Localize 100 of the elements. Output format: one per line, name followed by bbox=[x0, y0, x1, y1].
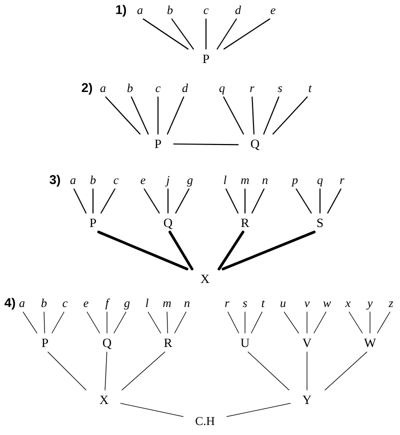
connector-line bbox=[377, 312, 390, 334]
leaf-letter: a bbox=[137, 8, 143, 14]
connector-line bbox=[130, 96, 149, 135]
connector-line bbox=[284, 312, 299, 334]
leaf-letter: a bbox=[100, 86, 106, 92]
node-letter: Q bbox=[102, 338, 112, 350]
connector-line bbox=[296, 188, 312, 214]
connector-line bbox=[225, 188, 239, 214]
leaf-letter: q bbox=[317, 178, 323, 187]
connector-line bbox=[174, 312, 186, 334]
leaf-letter: l bbox=[146, 298, 148, 307]
connector-line bbox=[205, 18, 207, 50]
leaf-letter: v bbox=[304, 302, 310, 308]
connector-line bbox=[92, 188, 94, 214]
node-letter: P bbox=[202, 54, 210, 63]
connector-line bbox=[252, 96, 254, 135]
connector-line bbox=[100, 188, 116, 214]
node-letter: Y bbox=[302, 396, 312, 404]
leaf-letter: c bbox=[204, 8, 209, 14]
connector-line bbox=[314, 312, 326, 334]
leaf-letter: n bbox=[184, 301, 190, 307]
connector-line bbox=[251, 188, 265, 214]
leaf-letter: d bbox=[235, 6, 242, 14]
connector-line bbox=[157, 96, 159, 135]
connector-line bbox=[250, 312, 262, 334]
leaf-letter: z bbox=[388, 302, 394, 307]
leaf-letter: w bbox=[323, 302, 331, 308]
connector-line bbox=[226, 402, 291, 417]
leaf-letter: g bbox=[187, 178, 193, 187]
node-letter: U bbox=[240, 338, 250, 348]
connector-line bbox=[104, 352, 108, 390]
connector-line bbox=[327, 188, 342, 214]
leaf-letter: q bbox=[219, 86, 225, 95]
connector-line bbox=[22, 312, 38, 334]
leaf-letter: l bbox=[224, 176, 226, 184]
node-letter: W bbox=[364, 338, 376, 348]
connector-line bbox=[222, 230, 316, 270]
leaf-letter: p bbox=[291, 178, 298, 187]
leaf-letter: x bbox=[345, 302, 351, 307]
connector-line bbox=[142, 18, 189, 50]
leaf-letter: b bbox=[90, 176, 96, 184]
connector-line bbox=[306, 352, 308, 390]
connector-line bbox=[86, 312, 100, 334]
leaf-letter: a bbox=[70, 178, 76, 184]
connector-line bbox=[166, 96, 184, 135]
leaf-letter: t bbox=[308, 85, 312, 92]
leaf-letter: c bbox=[114, 178, 119, 184]
connector-line bbox=[171, 18, 194, 50]
connector-line bbox=[272, 96, 308, 135]
connector-line bbox=[248, 352, 290, 390]
connector-line bbox=[106, 312, 108, 334]
leaf-letter: r bbox=[250, 86, 254, 92]
connector-line bbox=[48, 352, 86, 390]
panel-number: 1) bbox=[116, 4, 126, 17]
connector-line bbox=[120, 403, 184, 417]
connector-line bbox=[114, 312, 126, 334]
leaf-letter: j bbox=[165, 176, 170, 187]
connector-line bbox=[168, 230, 194, 270]
leaf-letter: m bbox=[241, 178, 249, 184]
leaf-letter: t bbox=[262, 300, 265, 308]
connector-line bbox=[122, 352, 166, 390]
panel-number: 3) bbox=[50, 174, 60, 187]
node-letter: V bbox=[302, 338, 312, 348]
leaf-letter: e bbox=[140, 178, 146, 184]
leaf-letter: b bbox=[167, 6, 173, 14]
connector-line bbox=[263, 96, 280, 135]
connector-line bbox=[228, 312, 240, 334]
panel-number: 4) bbox=[4, 298, 15, 310]
connector-line bbox=[167, 188, 169, 214]
node-letter: S bbox=[317, 218, 323, 228]
connector-line bbox=[73, 188, 87, 214]
leaf-letter: b bbox=[41, 298, 47, 308]
leaf-letter: c bbox=[62, 301, 68, 308]
connector-line bbox=[244, 188, 246, 214]
connector-line bbox=[52, 312, 64, 334]
root-label: C.H bbox=[196, 417, 214, 426]
leaf-letter: e bbox=[84, 301, 88, 308]
leaf-letter: s bbox=[278, 86, 282, 92]
connector-line bbox=[324, 352, 368, 390]
connector-line bbox=[105, 96, 141, 135]
connector-line bbox=[148, 312, 161, 334]
leaf-letter: d bbox=[182, 84, 188, 92]
connector-line bbox=[319, 188, 321, 214]
leaf-letter: a bbox=[19, 301, 25, 308]
node-letter: P bbox=[90, 218, 96, 227]
node-letter: P bbox=[42, 338, 48, 347]
leaf-letter: y bbox=[366, 302, 373, 310]
connector-line bbox=[166, 312, 168, 334]
leaf-letter: m bbox=[163, 301, 171, 307]
connector-line bbox=[97, 230, 188, 270]
node-letter: R bbox=[164, 338, 172, 347]
leaf-letter: e bbox=[270, 8, 276, 14]
connector-line bbox=[175, 188, 190, 214]
node-letter: X bbox=[100, 396, 108, 404]
leaf-letter: g bbox=[124, 301, 130, 310]
node-letter: P bbox=[154, 140, 162, 148]
connector-line bbox=[144, 188, 160, 214]
leaf-letter: r bbox=[225, 301, 230, 307]
node-letter: Q bbox=[250, 140, 260, 150]
connector-line bbox=[306, 312, 308, 334]
